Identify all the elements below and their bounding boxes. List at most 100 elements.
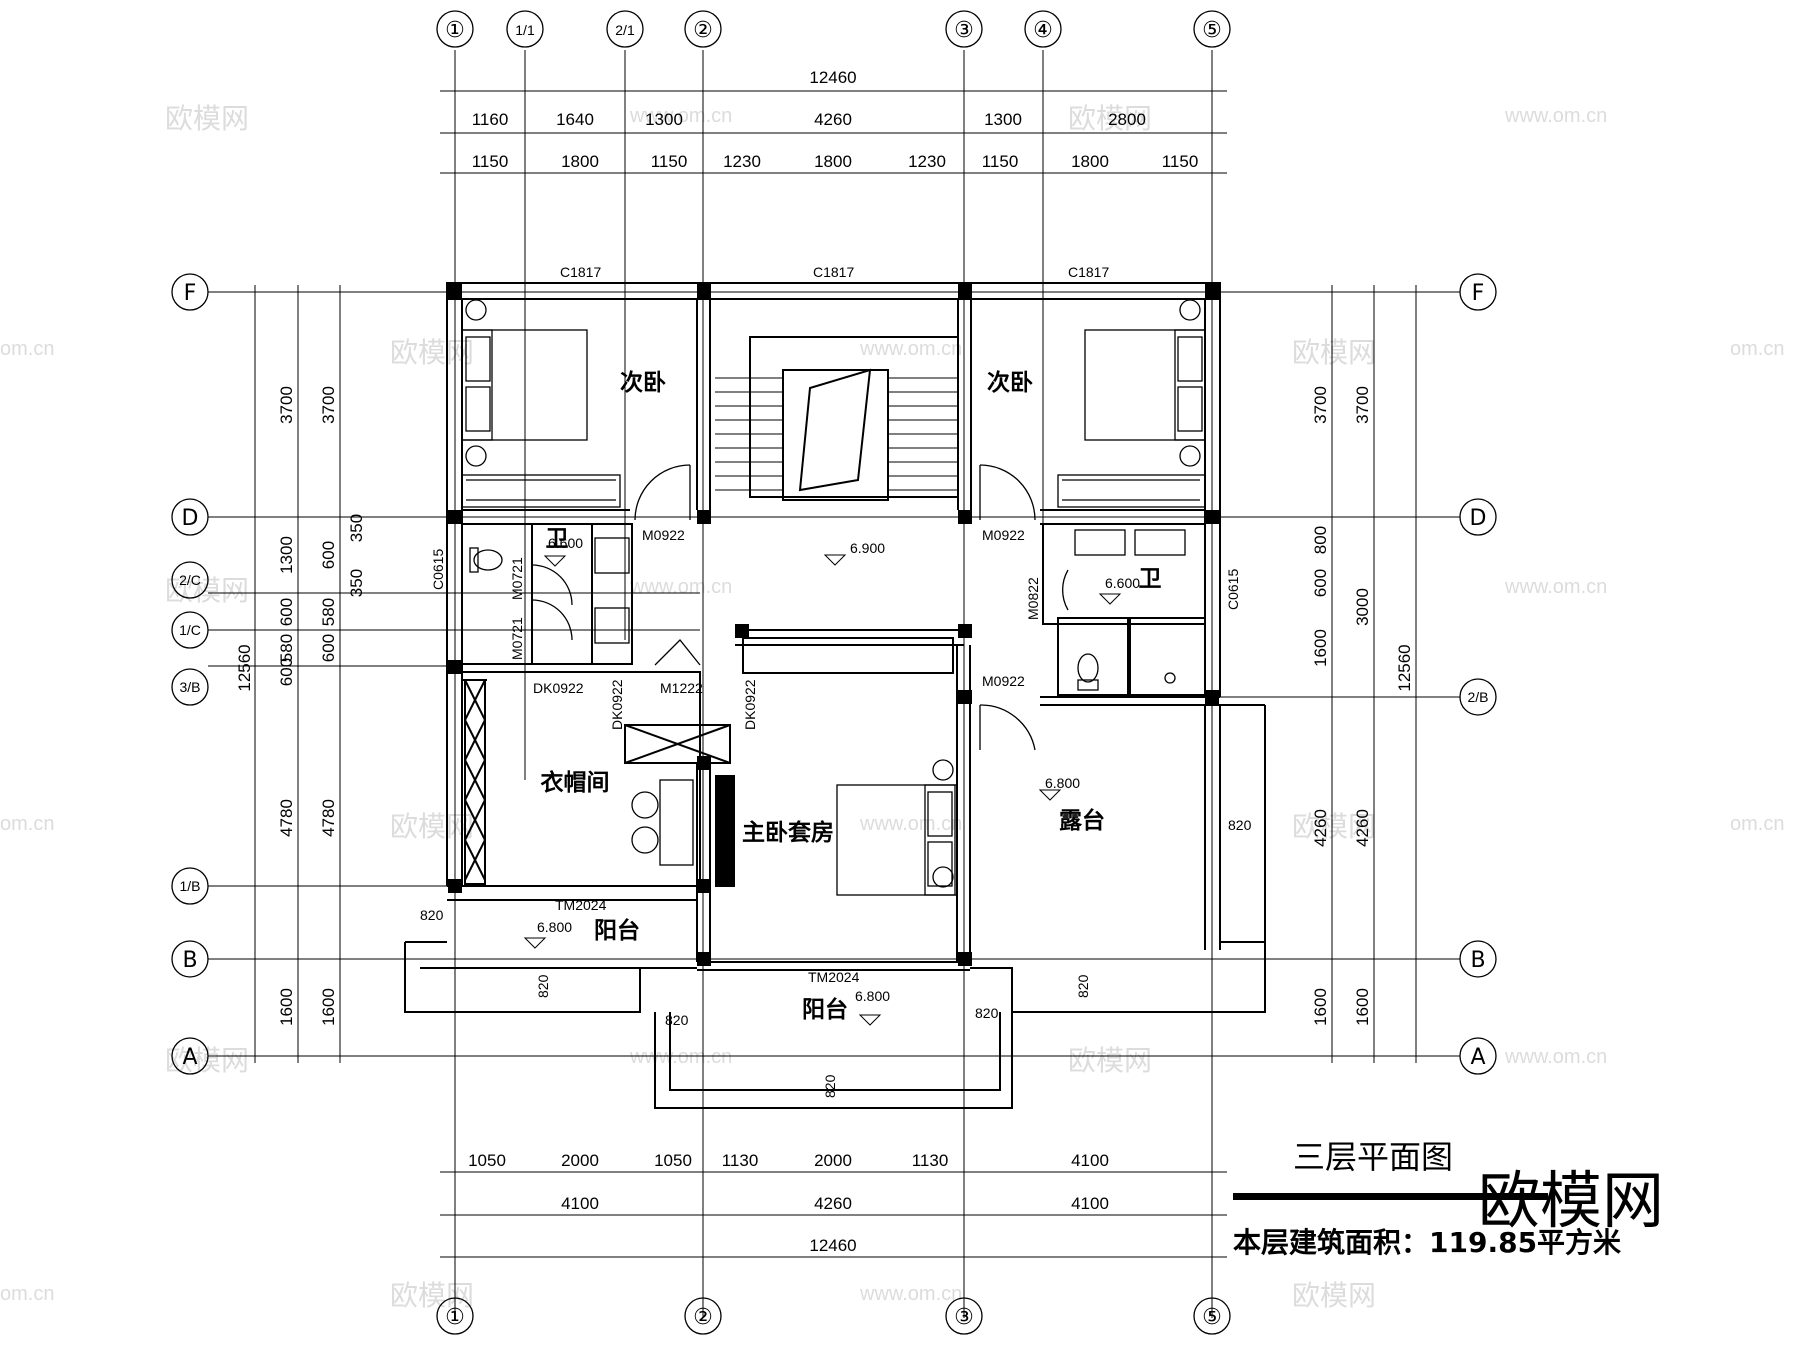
room-label-master-suite: 主卧套房 <box>742 819 834 846</box>
room-label-balcony-front: 阳台 <box>802 996 848 1023</box>
window-label: C0615 <box>1225 569 1241 610</box>
axis-label: ① <box>445 1305 465 1330</box>
axis-label: ② <box>693 18 713 43</box>
dim-misc: 820 <box>535 974 551 998</box>
window-label: C1817 <box>1068 264 1109 280</box>
dimensions-top <box>440 90 1227 174</box>
dim-misc: 820 <box>1075 974 1091 998</box>
watermark-logo: 欧模网 <box>390 810 474 843</box>
door-label: TM2024 <box>808 969 860 985</box>
dim-top-row2: 1800 <box>1071 152 1109 171</box>
dim-top-row2: 1150 <box>1162 152 1199 171</box>
dim-bottom-row2: 4100 <box>561 1194 599 1213</box>
dim-bottom-row2: 4260 <box>814 1194 852 1213</box>
watermark-url: om.cn <box>0 338 54 360</box>
watermark-url: www.om.cn <box>1504 1046 1607 1068</box>
axis-label: F <box>1472 281 1485 306</box>
dim-left-col2: 350 <box>347 569 366 597</box>
axis-label: D <box>182 506 199 531</box>
watermark-logo: 欧模网 <box>1292 810 1376 843</box>
door-label: M0922 <box>982 673 1025 689</box>
watermark-logo: 欧模网 <box>1292 1279 1376 1312</box>
window-label: C1817 <box>813 264 854 280</box>
columns[interactable] <box>448 284 1219 966</box>
watermark-url: www.om.cn <box>629 105 732 127</box>
axis-markers-left: F D 2/C 1/C 3/B 1/B B A <box>171 273 209 1075</box>
dim-left-col1: 580 <box>277 634 296 662</box>
watermark-url: www.om.cn <box>629 1046 732 1068</box>
dim-right-col1: 800 <box>1311 526 1330 554</box>
watermark-url: om.cn <box>1730 338 1784 360</box>
room-label-bath-left: 卫 <box>546 526 569 552</box>
dim-top-row1: 1640 <box>556 110 594 129</box>
dim-top-row1: 4260 <box>814 110 852 129</box>
dim-misc: 820 <box>975 1005 999 1021</box>
dim-right-col2: 3700 <box>1353 386 1372 424</box>
dim-bottom-total: 12460 <box>809 1236 856 1255</box>
dim-bottom-row1: 1050 <box>654 1151 692 1170</box>
door-label: DK0922 <box>609 679 625 730</box>
watermark-logo: 欧模网 <box>1068 102 1152 135</box>
floor-area-label: 本层建筑面积：119.85平方米 <box>1233 1226 1621 1259</box>
axis-label: A <box>1470 1045 1485 1070</box>
watermark-url: www.om.cn <box>629 576 732 598</box>
watermark-url: www.om.cn <box>859 1283 962 1305</box>
dim-bottom-row1: 1130 <box>912 1151 949 1170</box>
axis-label: ⑤ <box>1202 18 1222 43</box>
door-label: DK0922 <box>533 680 584 696</box>
watermark-url: www.om.cn <box>859 813 962 835</box>
window-label: C0615 <box>430 549 446 590</box>
elevation-balcony-left: 6.800 <box>537 919 572 935</box>
elevation-bath-left: 6.600 <box>548 535 583 551</box>
dim-left-col2: 3700 <box>319 386 338 424</box>
room-label-cloakroom: 衣帽间 <box>541 769 610 796</box>
room-label-balcony-left: 阳台 <box>594 917 640 944</box>
axis-label: ③ <box>954 1305 974 1330</box>
axis-label: D <box>1470 506 1487 531</box>
grid-lines <box>208 50 1460 1318</box>
watermark-url: om.cn <box>0 1283 54 1305</box>
drawing-title: 三层平面图 <box>1293 1138 1453 1176</box>
dim-top-row2: 1230 <box>723 152 761 171</box>
axis-markers-right: F D 2/B B A <box>1459 273 1497 1075</box>
dim-top-row1: 1160 <box>472 110 509 129</box>
dimensions-right <box>1331 285 1417 1063</box>
dim-right-total: 12560 <box>1395 644 1414 691</box>
dim-left-col2: 1600 <box>319 988 338 1026</box>
door-label: M1222 <box>660 680 703 696</box>
walls <box>404 282 1266 1109</box>
door-label: DK0922 <box>742 679 758 730</box>
axis-label: ④ <box>1033 18 1053 43</box>
room-label-bedroom-left: 次卧 <box>620 369 666 396</box>
dim-right-col1: 1600 <box>1311 629 1330 667</box>
dim-top-row2: 1150 <box>472 152 509 171</box>
dim-top-row2: 1150 <box>651 152 688 171</box>
axis-label: ③ <box>954 18 974 43</box>
room-label-bedroom-right: 次卧 <box>987 369 1033 396</box>
dim-top-row2: 1230 <box>908 152 946 171</box>
dim-bottom-row1: 2000 <box>561 1151 599 1170</box>
dim-right-col1: 4260 <box>1311 809 1330 847</box>
dim-right-col1: 1600 <box>1311 988 1330 1026</box>
dim-left-total: 12560 <box>235 644 254 691</box>
watermark-url: om.cn <box>0 813 54 835</box>
elevation-terrace: 6.800 <box>1045 775 1080 791</box>
dim-left-col2: 580 <box>319 598 338 626</box>
watermark-logo: 欧模网 <box>165 574 249 607</box>
dim-left-col1: 600 <box>277 598 296 626</box>
watermark-logo: 欧模网 <box>1068 1044 1152 1077</box>
axis-label: A <box>182 1045 197 1070</box>
dimensions-bottom <box>440 1171 1227 1258</box>
axis-label: ② <box>693 1305 713 1330</box>
dim-left-col2: 600 <box>319 634 338 662</box>
window-label: C1817 <box>560 264 601 280</box>
dim-right-col1: 600 <box>1311 569 1330 597</box>
room-label-bath-right: 卫 <box>1139 566 1162 592</box>
stair-treads <box>715 377 958 491</box>
watermark-url: www.om.cn <box>1504 105 1607 127</box>
dim-top-row2: 1150 <box>982 152 1019 171</box>
axis-markers-top: ① 1/1 2/1 ② ③ ④ ⑤ <box>436 10 1231 48</box>
door-label: TM2024 <box>555 897 607 913</box>
brand-watermark: 欧模网 <box>1478 1164 1664 1237</box>
